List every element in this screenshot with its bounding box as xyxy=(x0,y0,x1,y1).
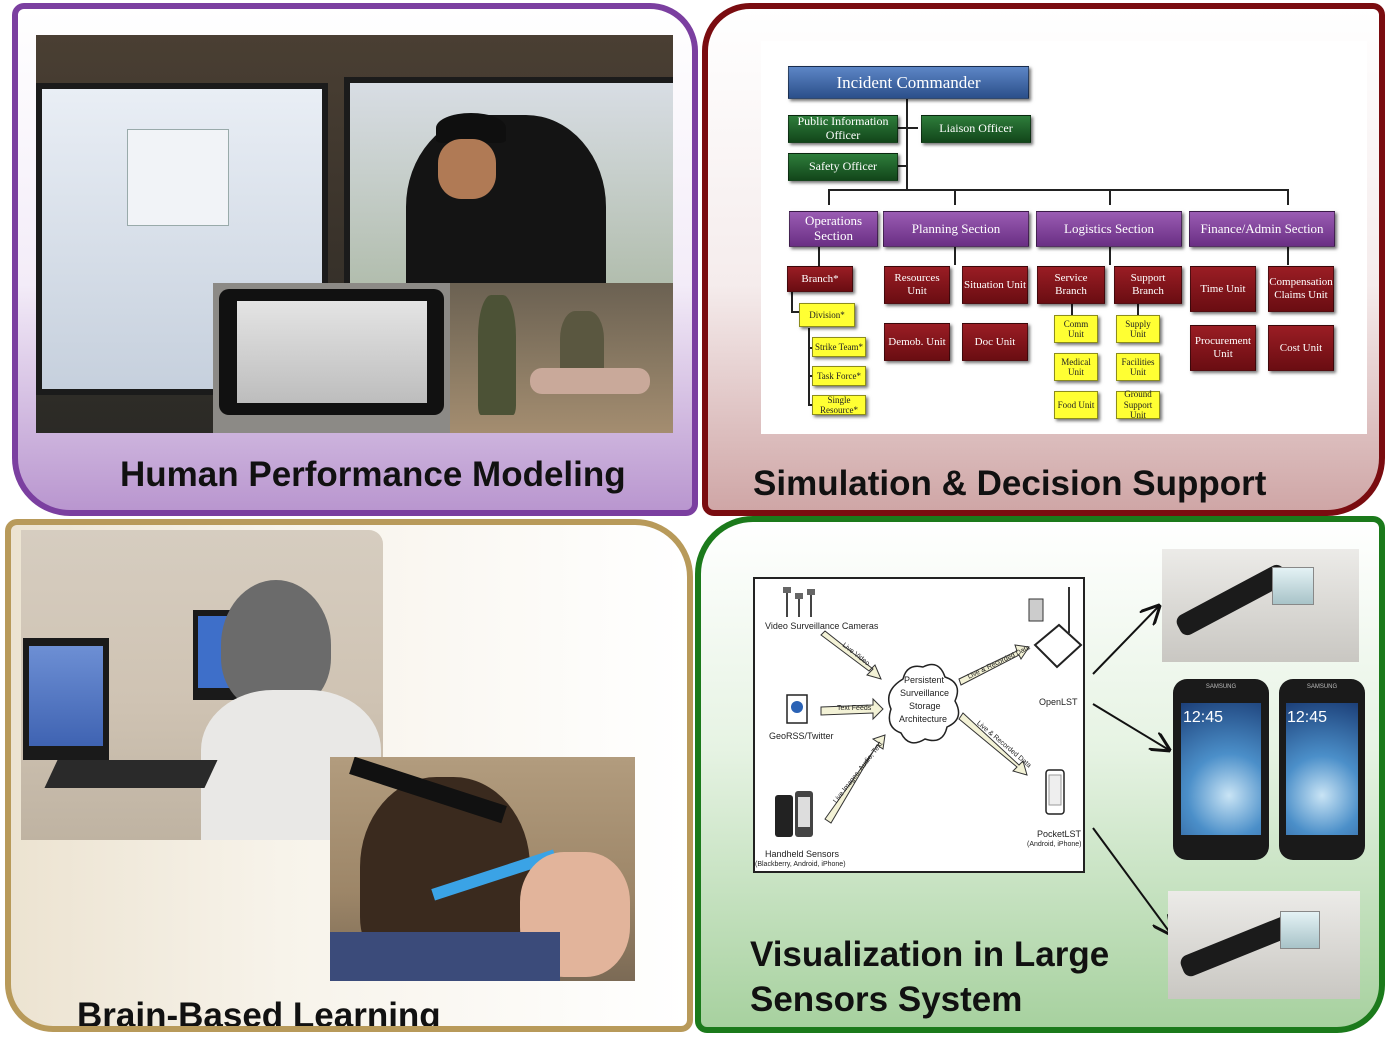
handheld-platforms-label: (Blackberry, Android, iPhone) xyxy=(755,861,846,868)
phone-brand-left: SAMSUNG xyxy=(1205,684,1237,690)
single-resource-box: Single Resource* xyxy=(812,395,866,415)
camera-icons xyxy=(783,587,815,617)
demob-unit-box: Demob. Unit xyxy=(884,323,950,361)
openlst-label: OpenLST xyxy=(1039,697,1078,707)
liaison-officer-box: Liaison Officer xyxy=(921,115,1031,143)
operator-photo xyxy=(36,35,673,433)
video-cameras-label: Video Surveillance Cameras xyxy=(765,621,879,631)
text-feeds-label: Text Feeds xyxy=(837,705,872,712)
smart-glasses-photo-bottom xyxy=(1168,891,1360,999)
georss-twitter-label: GeoRSS/Twitter xyxy=(769,731,834,741)
medical-unit-box: Medical Unit xyxy=(1054,353,1098,381)
planning-section-box: Planning Section xyxy=(883,211,1029,247)
brain-learning-panel: Brain-Based Learning xyxy=(5,519,693,1032)
pocketlst-platforms-label: (Android, iPhone) xyxy=(1027,841,1082,848)
public-information-officer-box: Public Information Officer xyxy=(788,114,898,143)
left-monitor xyxy=(23,638,109,760)
openlst-workstation-icon xyxy=(1028,587,1083,669)
doc-unit-box: Doc Unit xyxy=(962,323,1028,361)
visualization-title-line-2: Sensors System xyxy=(750,980,1023,1019)
resources-unit-box: Resources Unit xyxy=(884,266,950,304)
eeg-cap xyxy=(221,580,331,710)
division-box: Division* xyxy=(799,303,855,327)
safety-officer-box: Safety Officer xyxy=(788,153,898,181)
hub-line-3: Storage xyxy=(909,701,941,711)
supply-unit-box: Supply Unit xyxy=(1116,315,1160,343)
eeg-cap-photo xyxy=(21,530,383,840)
pocketlst-label: PocketLST xyxy=(1037,829,1082,839)
time-unit-box: Time Unit xyxy=(1190,266,1256,312)
phone-time-left: 12:45 xyxy=(1183,709,1224,726)
simulation-panel: Incident Commander Public Information Of… xyxy=(702,3,1385,516)
device-arrows xyxy=(1092,592,1181,942)
task-force-box: Task Force* xyxy=(812,366,866,386)
field-exercise-photo xyxy=(450,283,673,433)
handheld-sensors-label: Handheld Sensors xyxy=(765,849,840,859)
smart-glasses-photo-top xyxy=(1162,549,1359,662)
situation-unit-box: Situation Unit xyxy=(962,266,1028,304)
visualization-panel: Video Surveillance Cameras GeoRSS/Twitte… xyxy=(695,516,1385,1033)
procurement-unit-box: Procurement Unit xyxy=(1190,325,1256,371)
operations-section-box: Operations Section xyxy=(789,211,878,247)
tablet-photo xyxy=(213,283,450,433)
phone-brand-right: SAMSUNG xyxy=(1306,684,1338,690)
branch-box: Branch* xyxy=(787,266,853,292)
logistics-section-box: Logistics Section xyxy=(1036,211,1182,247)
hub-line-2: Surveillance xyxy=(900,688,950,698)
human-performance-panel: Human Performance Modeling xyxy=(12,3,698,516)
comm-unit-box: Comm Unit xyxy=(1054,315,1098,343)
storage-cloud xyxy=(888,663,960,744)
compensation-claims-unit-box: Compensation Claims Unit xyxy=(1268,266,1334,312)
handheld-devices-icon xyxy=(775,791,813,837)
presenter-face xyxy=(438,139,496,199)
document-icon xyxy=(786,694,808,724)
support-branch-box: Support Branch xyxy=(1114,266,1182,304)
smartphone-right: SAMSUNG 12:45 xyxy=(1279,679,1365,860)
simulation-title: Simulation & Decision Support xyxy=(753,464,1267,503)
pocketlst-phone-icon xyxy=(1045,769,1065,815)
surveillance-architecture-diagram: Video Surveillance Cameras GeoRSS/Twitte… xyxy=(753,577,1085,873)
ics-org-chart: Incident Commander Public Information Of… xyxy=(761,41,1367,434)
strike-team-box: Strike Team* xyxy=(812,337,866,357)
phone-time-right: 12:45 xyxy=(1287,709,1328,726)
hub-line-1: Persistent xyxy=(904,675,945,685)
visualization-title-line-1: Visualization in Large xyxy=(750,935,1110,974)
keyboard xyxy=(44,760,218,788)
presenter-cap xyxy=(436,113,506,143)
ground-support-unit-box: Ground Support Unit xyxy=(1116,389,1160,420)
cost-unit-box: Cost Unit xyxy=(1268,325,1334,371)
service-branch-box: Service Branch xyxy=(1037,266,1105,304)
finance-admin-section-box: Finance/Admin Section xyxy=(1189,211,1335,247)
left-monitor xyxy=(36,83,328,395)
shirt xyxy=(330,932,560,981)
eye-tracker-photo xyxy=(330,757,635,981)
hub-line-4: Architecture xyxy=(899,714,948,724)
flow-arrows xyxy=(820,630,1030,824)
facilities-unit-box: Facilities Unit xyxy=(1116,353,1160,381)
brain-learning-title: Brain-Based Learning xyxy=(77,996,441,1032)
human-performance-title: Human Performance Modeling xyxy=(120,455,626,494)
smartphone-left: SAMSUNG 12:45 xyxy=(1173,679,1269,860)
incident-commander-box: Incident Commander xyxy=(788,66,1029,99)
food-unit-box: Food Unit xyxy=(1054,391,1098,419)
